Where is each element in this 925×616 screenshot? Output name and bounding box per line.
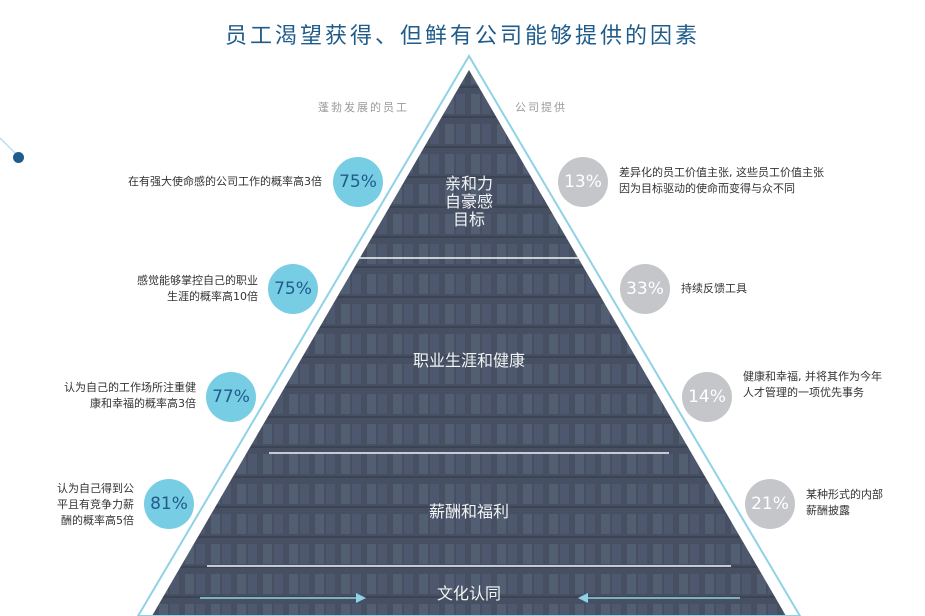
right-stat-circle: 21% [745, 479, 795, 529]
left-column-header: 蓬勃发展的员工 [318, 101, 409, 114]
page-title: 员工渴望获得、但鲜有公司能够提供的因素 [224, 24, 700, 49]
left-stat-text: 感觉能够掌控自己的职业 生涯的概率高10倍 [137, 274, 258, 303]
left-stat-circle: 75% [268, 264, 318, 314]
left-stat-text: 认为自己得到公 平且有竞争力薪 酬的概率高5倍 [57, 482, 134, 527]
right-stat-text: 健康和幸福, 并将其作为今年 人才管理的一项优先事务 [743, 370, 882, 399]
right-stat-circle: 13% [558, 157, 608, 207]
tier-label-career: 职业生涯和健康 [412, 351, 526, 370]
right-stat-text: 差异化的员工价值主张, 这些员工价值主张 因为目标驱动的使命而变得与众不同 [619, 166, 824, 195]
left-stat-text: 在有强大使命感的公司工作的概率高3倍 [128, 175, 322, 188]
left-stat-circle: 75% [333, 157, 383, 207]
right-column-header: 公司提供 [515, 101, 567, 114]
left-stat-text: 认为自己的工作场所注重健 康和幸福的概率高3倍 [64, 381, 196, 410]
decorative-dot [13, 152, 24, 163]
right-arrow-head [578, 593, 588, 603]
tier-label-culture: 文化认同 [436, 584, 502, 603]
left-arrow-head [356, 593, 366, 603]
right-stat-circle: 14% [682, 372, 732, 422]
right-stat-text: 某种形式的内部 薪酬披露 [806, 488, 883, 517]
right-stat-circle: 33% [620, 264, 670, 314]
left-stat-circle: 77% [206, 372, 256, 422]
pyramid-outline [136, 54, 802, 616]
tier-label-compensation: 薪酬和福利 [428, 502, 510, 521]
right-stat-text: 持续反馈工具 [681, 282, 747, 295]
left-stat-circle: 81% [144, 479, 194, 529]
pyramid-body [152, 70, 786, 616]
tier-label-top: 亲和力 自豪感 目标 [444, 174, 494, 229]
